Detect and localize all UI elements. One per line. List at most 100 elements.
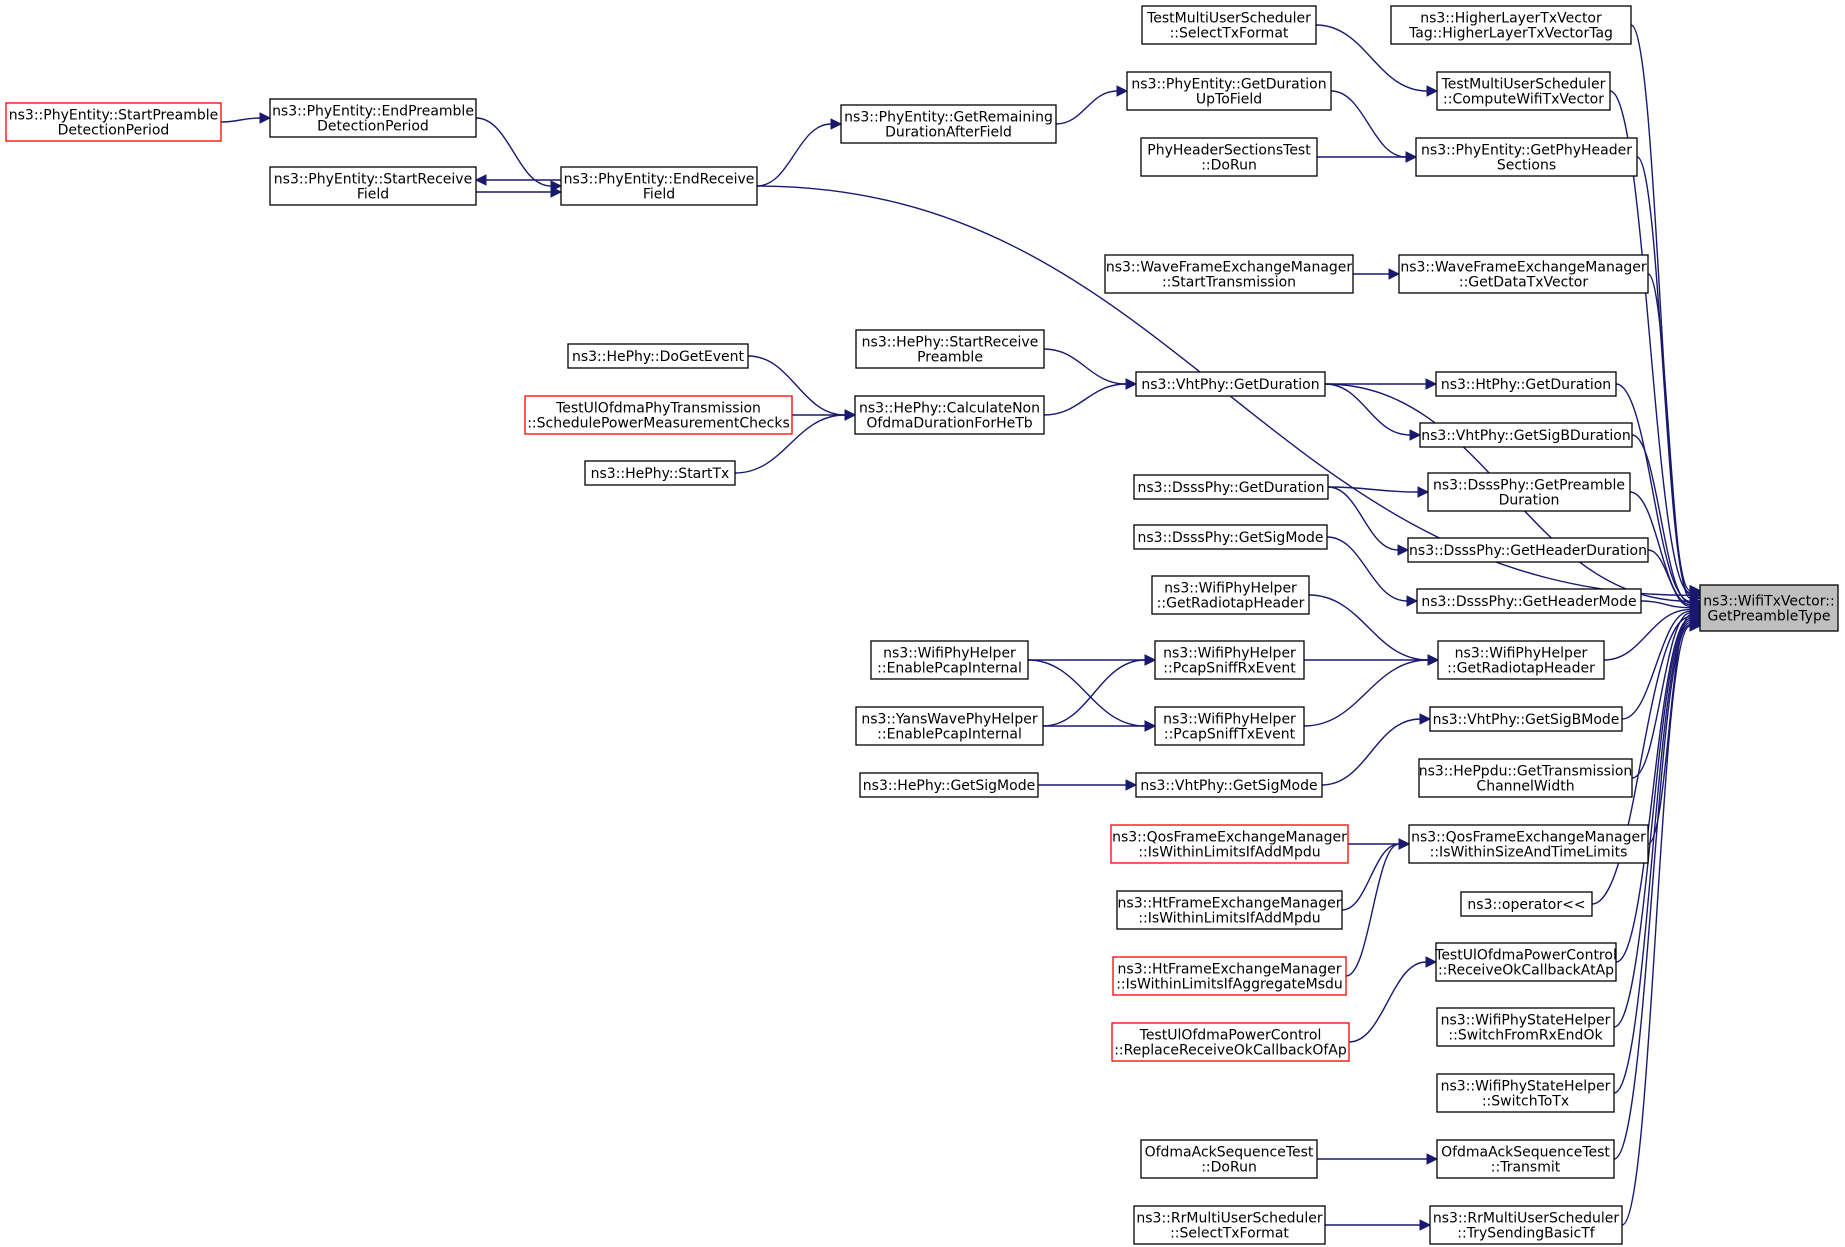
node-hephy-cnod[interactable]: ns3::HePhy::CalculateNonOfdmaDurationFor…: [854, 395, 1045, 435]
node-htfem-iwag[interactable]: ns3::HtFrameExchangeManager::IsWithinLim…: [1112, 956, 1347, 996]
node-pe-epdp[interactable]: ns3::PhyEntity::EndPreambleDetectionPeri…: [269, 98, 477, 138]
node-box: [1154, 640, 1305, 680]
edge-htfem-iwag-to-qfem-iwst: [1345, 838, 1411, 977]
node-label: ns3::RrMultiUserScheduler: [1136, 1211, 1322, 1227]
node-label: TestUlOfdmaPowerControl: [1434, 948, 1617, 964]
node-dsss-ghd[interactable]: ns3::DsssPhy::GetHeaderDuration: [1407, 537, 1649, 563]
node-label: ns3::PhyEntity::GetDuration: [1131, 77, 1326, 93]
node-label: ns3::HePhy::DoGetEvent: [572, 349, 745, 365]
node-vht-gd[interactable]: ns3::VhtPhy::GetDuration: [1135, 371, 1326, 397]
node-tuopt-spmc[interactable]: TestUlOfdmaPhyTransmission::SchedulePowe…: [524, 395, 793, 435]
edge-hephy-cnod-to-vht-gd: [1043, 378, 1138, 416]
node-label: Sections: [1497, 158, 1556, 174]
node-hephy-gsm[interactable]: ns3::HePhy::GetSigMode: [859, 772, 1039, 798]
node-label: ns3::HePhy::StartTx: [591, 466, 730, 482]
node-tmus-cwtv[interactable]: TestMultiUserScheduler::ComputeWifiTxVec…: [1436, 71, 1611, 111]
node-wfem-gdtv[interactable]: ns3::WaveFrameExchangeManager::GetDataTx…: [1398, 254, 1649, 294]
node-wph-pstx[interactable]: ns3::WifiPhyHelper::PcapSniffTxEvent: [1154, 706, 1305, 746]
edge-vht-gsbd-to-target: [1631, 434, 1702, 609]
edge-arrowhead: [1144, 654, 1157, 666]
node-tuopc-rrok[interactable]: TestUlOfdmaPowerControl::ReplaceReceiveO…: [1111, 1022, 1350, 1062]
node-wfem-st[interactable]: ns3::WaveFrameExchangeManager::StartTran…: [1104, 254, 1354, 294]
edge-tmus-stf-to-tmus-cwtv: [1315, 24, 1439, 97]
edge-dsss-gd-to-dsss-ghd: [1327, 486, 1410, 556]
node-box: [1435, 371, 1617, 397]
edge-pe-gdutf-to-pe-gphs: [1330, 90, 1418, 163]
node-label: ::DoRun: [1201, 1160, 1257, 1176]
node-pe-grdaf[interactable]: ns3::PhyEntity::GetRemainingDurationAfte…: [840, 104, 1057, 144]
node-rrmus-stf[interactable]: ns3::RrMultiUserScheduler::SelectTxForma…: [1133, 1205, 1326, 1245]
node-label: ns3::PhyEntity::EndReceive: [564, 172, 755, 188]
node-label: ::SelectTxFormat: [1170, 1226, 1289, 1242]
node-label: OfdmaDurationForHeTb: [866, 416, 1032, 432]
node-wph-grh-r[interactable]: ns3::WifiPhyHelper::GetRadiotapHeader: [1437, 640, 1605, 680]
node-label: PhyHeaderSectionsTest: [1147, 143, 1311, 159]
node-box: [1427, 472, 1631, 512]
node-htfem-iwam[interactable]: ns3::HtFrameExchangeManager::IsWithinLim…: [1116, 890, 1343, 930]
node-dsss-gsm[interactable]: ns3::DsssPhy::GetSigMode: [1133, 524, 1328, 550]
node-label: Preamble: [917, 350, 983, 366]
node-label: ns3::HePpdu::GetTransmission: [1419, 764, 1633, 780]
node-box: [567, 343, 749, 369]
node-phst-dorun[interactable]: PhyHeaderSectionsTest::DoRun: [1140, 137, 1318, 177]
node-hltv[interactable]: ns3::HigherLayerTxVectorTag::HigherLayer…: [1390, 5, 1632, 45]
node-dsss-gd[interactable]: ns3::DsssPhy::GetDuration: [1133, 474, 1329, 500]
edge-arrowhead: [1425, 956, 1438, 968]
node-oast-dorun[interactable]: OfdmaAckSequenceTest::DoRun: [1140, 1139, 1318, 1179]
node-qfem-iwst[interactable]: ns3::QosFrameExchangeManager::IsWithinSi…: [1408, 824, 1649, 864]
node-label: ::Transmit: [1491, 1160, 1561, 1176]
node-pe-spdp[interactable]: ns3::PhyEntity::StartPreambleDetectionPe…: [5, 102, 222, 142]
node-hephy-dge[interactable]: ns3::HePhy::DoGetEvent: [567, 343, 749, 369]
node-ht-gd[interactable]: ns3::HtPhy::GetDuration: [1435, 371, 1617, 397]
node-wph-grh-l[interactable]: ns3::WifiPhyHelper::GetRadiotapHeader: [1151, 575, 1310, 615]
node-box: [5, 102, 222, 142]
node-tuopc-rok[interactable]: TestUlOfdmaPowerControl::ReceiveOkCallba…: [1434, 942, 1617, 982]
node-wph-psrx[interactable]: ns3::WifiPhyHelper::PcapSniffRxEvent: [1154, 640, 1305, 680]
node-label: ::TrySendingBasicTf: [1457, 1226, 1595, 1242]
edge-arrowhead: [1426, 1153, 1439, 1165]
node-label: ns3::HtFrameExchangeManager: [1118, 896, 1342, 912]
node-label: ns3::DsssPhy::GetHeaderDuration: [1409, 543, 1647, 559]
node-qfem-iwl[interactable]: ns3::QosFrameExchangeManager::IsWithinLi…: [1110, 824, 1349, 864]
node-box: [1429, 1205, 1623, 1245]
edge-tuopc-rrok-to-tuopc-rok: [1348, 956, 1438, 1043]
node-vht-gsbd[interactable]: ns3::VhtPhy::GetSigBDuration: [1419, 422, 1633, 448]
node-box: [1116, 890, 1343, 930]
node-wpsh-sfrx[interactable]: ns3::WifiPhyStateHelper::SwitchFromRxEnd…: [1436, 1007, 1615, 1047]
node-opshift[interactable]: ns3::operator<<: [1460, 891, 1593, 917]
node-box: [1133, 524, 1328, 550]
node-wph-epi[interactable]: ns3::WifiPhyHelper::EnablePcapInternal: [870, 640, 1029, 680]
node-box: [1416, 588, 1642, 614]
edge-arrowhead: [1398, 838, 1411, 850]
edge-arrowhead: [1419, 713, 1432, 725]
node-vht-gsm[interactable]: ns3::VhtPhy::GetSigMode: [1135, 772, 1323, 798]
edge-dsss-gd-to-dsss-gpd: [1327, 486, 1430, 498]
node-label: ns3::VhtPhy::GetSigMode: [1140, 778, 1317, 794]
node-box: [870, 640, 1029, 680]
node-wpsh-stx[interactable]: ns3::WifiPhyStateHelper::SwitchToTx: [1436, 1073, 1615, 1113]
node-dsss-ghm[interactable]: ns3::DsssPhy::GetHeaderMode: [1416, 588, 1642, 614]
node-vht-gsbm[interactable]: ns3::VhtPhy::GetSigBMode: [1429, 706, 1623, 732]
edge-arrowhead: [1409, 429, 1422, 441]
edge-arrowhead: [1689, 620, 1702, 632]
node-label: ns3::HePhy::GetSigMode: [863, 778, 1035, 794]
node-hephy-stx[interactable]: ns3::HePhy::StartTx: [584, 460, 736, 486]
node-oast-tx[interactable]: OfdmaAckSequenceTest::Transmit: [1436, 1139, 1615, 1179]
node-box: [1429, 706, 1623, 732]
node-label: TestUlOfdmaPhyTransmission: [555, 401, 761, 417]
node-ywph-epi[interactable]: ns3::YansWavePhyHelper::EnablePcapIntern…: [855, 706, 1044, 746]
edge-pe-erf-to-pe-grdaf: [756, 118, 843, 187]
edge-hephy-gsm-to-vht-gsm: [1037, 779, 1138, 791]
node-label: OfdmaAckSequenceTest: [1145, 1145, 1314, 1161]
node-label: TestUlOfdmaPowerControl: [1139, 1028, 1322, 1044]
node-tmus-stf[interactable]: TestMultiUserScheduler::SelectTxFormat: [1141, 5, 1317, 45]
node-target[interactable]: ns3::WifiTxVector::GetPreambleType: [1699, 584, 1839, 632]
node-rrmus-tsbt[interactable]: ns3::RrMultiUserScheduler::TrySendingBas…: [1429, 1205, 1623, 1245]
